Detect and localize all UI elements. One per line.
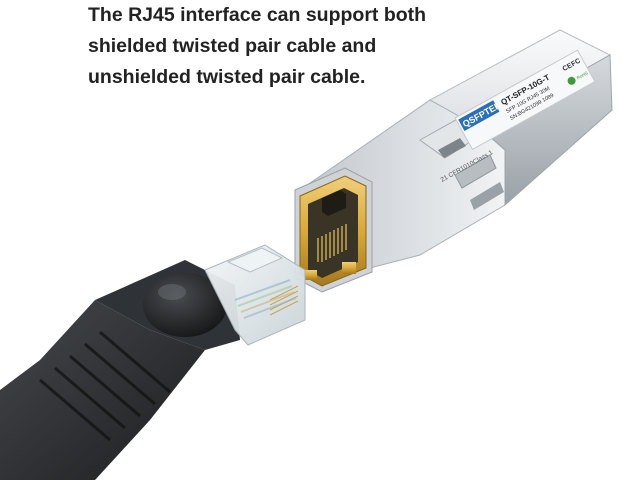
- module-slot-2: [454, 154, 497, 189]
- caption-line-2: shielded twisted pair cable and: [88, 35, 377, 57]
- port-opening: [308, 188, 358, 278]
- port-tab-left: [305, 270, 317, 280]
- rj45-plug: [204, 244, 306, 346]
- rj45-plug-latch: [226, 247, 284, 273]
- rohs-icon: [567, 76, 576, 85]
- port-tab-right: [342, 262, 356, 274]
- caption: The RJ45 interface can support both shie…: [88, 0, 508, 93]
- caption-line-1: The RJ45 interface can support both: [88, 4, 427, 26]
- boot-knob-highlight: [158, 284, 186, 300]
- sfp-module: QSFPTEK QT-SFP-10G-T SFP 10G RJ45 30M SN…: [294, 29, 613, 293]
- rj45-cable: [0, 244, 306, 480]
- module-slot-3: [470, 182, 504, 210]
- strain-relief-ridges: [39, 330, 171, 442]
- rj45-plug-wires: [234, 279, 297, 319]
- module-rear-face: [479, 54, 613, 207]
- module-slot-1: [438, 138, 466, 158]
- module-label: QSFPTEK QT-SFP-10G-T SFP 10G RJ45 30M SN…: [454, 49, 596, 151]
- port-contacts: [317, 224, 347, 262]
- caption-line-3: unshielded twisted pair cable.: [88, 66, 366, 88]
- fc-mark: FC: [570, 58, 582, 69]
- port-latch-notch: [322, 190, 346, 216]
- ce-mark: CE: [562, 62, 574, 73]
- cable-jacket: [0, 300, 205, 480]
- rohs-mark: RoHS: [576, 70, 589, 80]
